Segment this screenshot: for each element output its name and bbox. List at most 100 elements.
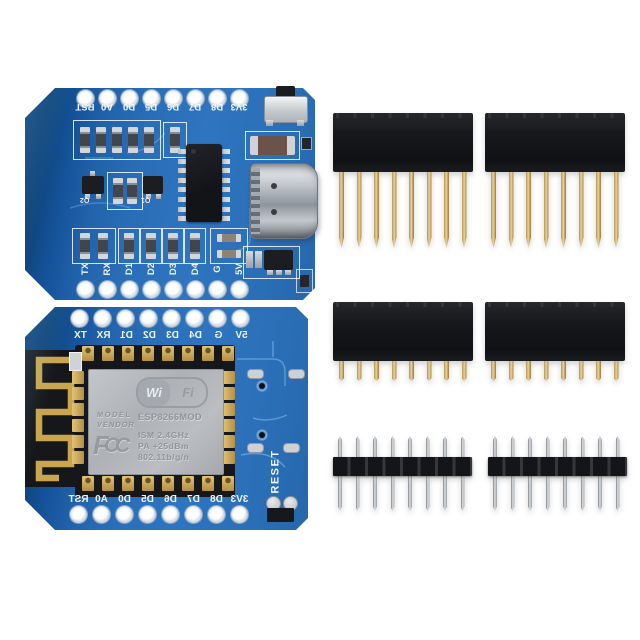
ic-pin	[222, 196, 230, 202]
pin-label: D5	[144, 101, 158, 113]
castellated-pad	[72, 387, 84, 400]
castellated-pad	[142, 346, 154, 361]
usb-serial-ic	[186, 144, 222, 222]
regulator-leg	[285, 270, 291, 275]
header-pin	[491, 172, 496, 248]
through-hole-pad	[139, 506, 156, 523]
pin-label: D7	[188, 101, 202, 113]
header-pins	[339, 172, 467, 248]
female-header-short-1	[333, 302, 473, 382]
castellated-pad	[222, 346, 234, 361]
header-pin	[374, 361, 379, 381]
castellated-pad	[182, 476, 194, 491]
ic-pin	[178, 216, 186, 222]
regulator-leg	[276, 270, 282, 275]
header-pin	[374, 172, 379, 248]
through-hole-pad	[165, 281, 182, 298]
pin-label: RX	[101, 262, 113, 276]
resistor-group	[184, 228, 206, 264]
front-top-pin-labels: RST A0 D0 D5 D6 D7 D8 3V3	[74, 100, 250, 114]
header-plastic-base	[488, 457, 627, 476]
ic-pins-right	[222, 149, 230, 222]
through-hole-pad	[117, 310, 134, 327]
smd-pad	[247, 443, 264, 453]
fcc-c: C	[104, 434, 120, 457]
back-top-pad-row	[71, 310, 249, 327]
smd-pad	[288, 369, 305, 379]
header-pin	[491, 361, 496, 381]
smd-pad	[283, 443, 300, 453]
pin-label: D5	[141, 494, 154, 505]
header-pin	[444, 361, 449, 381]
q2-label: Q2	[80, 196, 90, 203]
header-pin	[578, 172, 584, 248]
regulator-leg	[267, 270, 273, 275]
pin-label: D3	[167, 262, 179, 276]
header-pin	[409, 172, 414, 248]
pin-label: D4	[189, 262, 201, 276]
through-hole-pad	[187, 281, 204, 298]
wifi-logo-wi: Wi	[138, 379, 170, 406]
header-pin	[391, 361, 397, 381]
through-hole-pad	[231, 281, 248, 298]
through-hole-pad	[231, 506, 248, 523]
through-hole-pad	[143, 90, 160, 107]
ic-pin	[222, 149, 230, 154]
fcc-logo-icon: F C C	[93, 428, 135, 464]
pin-label: D0	[118, 494, 131, 505]
smd-chip	[301, 137, 312, 150]
esp-module-pcb	[75, 345, 235, 497]
castellated-pad	[82, 346, 94, 361]
pin-label: D8	[210, 101, 224, 113]
module-left-pads	[72, 371, 84, 464]
through-hole-pad	[232, 310, 249, 327]
castellated-pad	[162, 346, 174, 361]
pin-label: 3V3	[230, 101, 248, 113]
smd-pad	[247, 369, 264, 379]
front-bottom-pin-labels: TX RX D1 D2 D3 D4 G 5V	[74, 259, 250, 279]
pin-label: A0	[95, 494, 108, 505]
capacitor-box	[245, 131, 300, 160]
through-hole-pad	[71, 310, 88, 327]
smd-chip	[267, 508, 294, 522]
castellated-pad	[223, 419, 235, 432]
smd-resistor	[146, 233, 156, 259]
castellated-pad	[102, 476, 114, 491]
smd-resistor	[112, 127, 122, 153]
female-header-short-2	[485, 302, 625, 382]
header-pin	[543, 361, 549, 381]
pin-label: 5V	[235, 330, 248, 341]
smd-capacitor	[246, 251, 253, 268]
spec-ism: ISM 2.4GHz	[138, 430, 190, 440]
pin-label: D6	[166, 101, 180, 113]
smd-capacitor	[217, 233, 241, 242]
fcc-c: C	[115, 434, 131, 457]
castellated-pad	[223, 371, 235, 384]
header-pin	[596, 172, 601, 248]
header-pin	[461, 172, 467, 248]
castellated-pad	[223, 435, 235, 448]
spec-std: 802.11b/g/n	[138, 452, 190, 462]
castellated-pad	[72, 403, 84, 416]
castellated-pad	[122, 346, 134, 361]
through-hole-pad	[77, 90, 94, 107]
module-top-pads	[82, 346, 234, 361]
through-hole-pad	[77, 281, 94, 298]
through-hole-pad	[94, 310, 111, 327]
transistor-leg	[96, 194, 101, 199]
through-hole-pad	[209, 310, 226, 327]
castellated-pad	[72, 451, 84, 464]
pin-label: D2	[145, 262, 157, 276]
ic-pin	[178, 168, 186, 174]
header-pins	[339, 361, 467, 381]
header-pin	[356, 361, 362, 381]
ic-pin	[222, 216, 230, 222]
castellated-pad	[122, 476, 134, 491]
castellated-pad	[223, 403, 235, 416]
via	[259, 383, 265, 389]
through-hole-pad	[143, 281, 160, 298]
back-bottom-pin-labels: RST A0 D0 D5 D6 D7 D8 3V3	[67, 493, 251, 506]
through-hole-pad	[162, 506, 179, 523]
ic-pin	[222, 177, 230, 183]
